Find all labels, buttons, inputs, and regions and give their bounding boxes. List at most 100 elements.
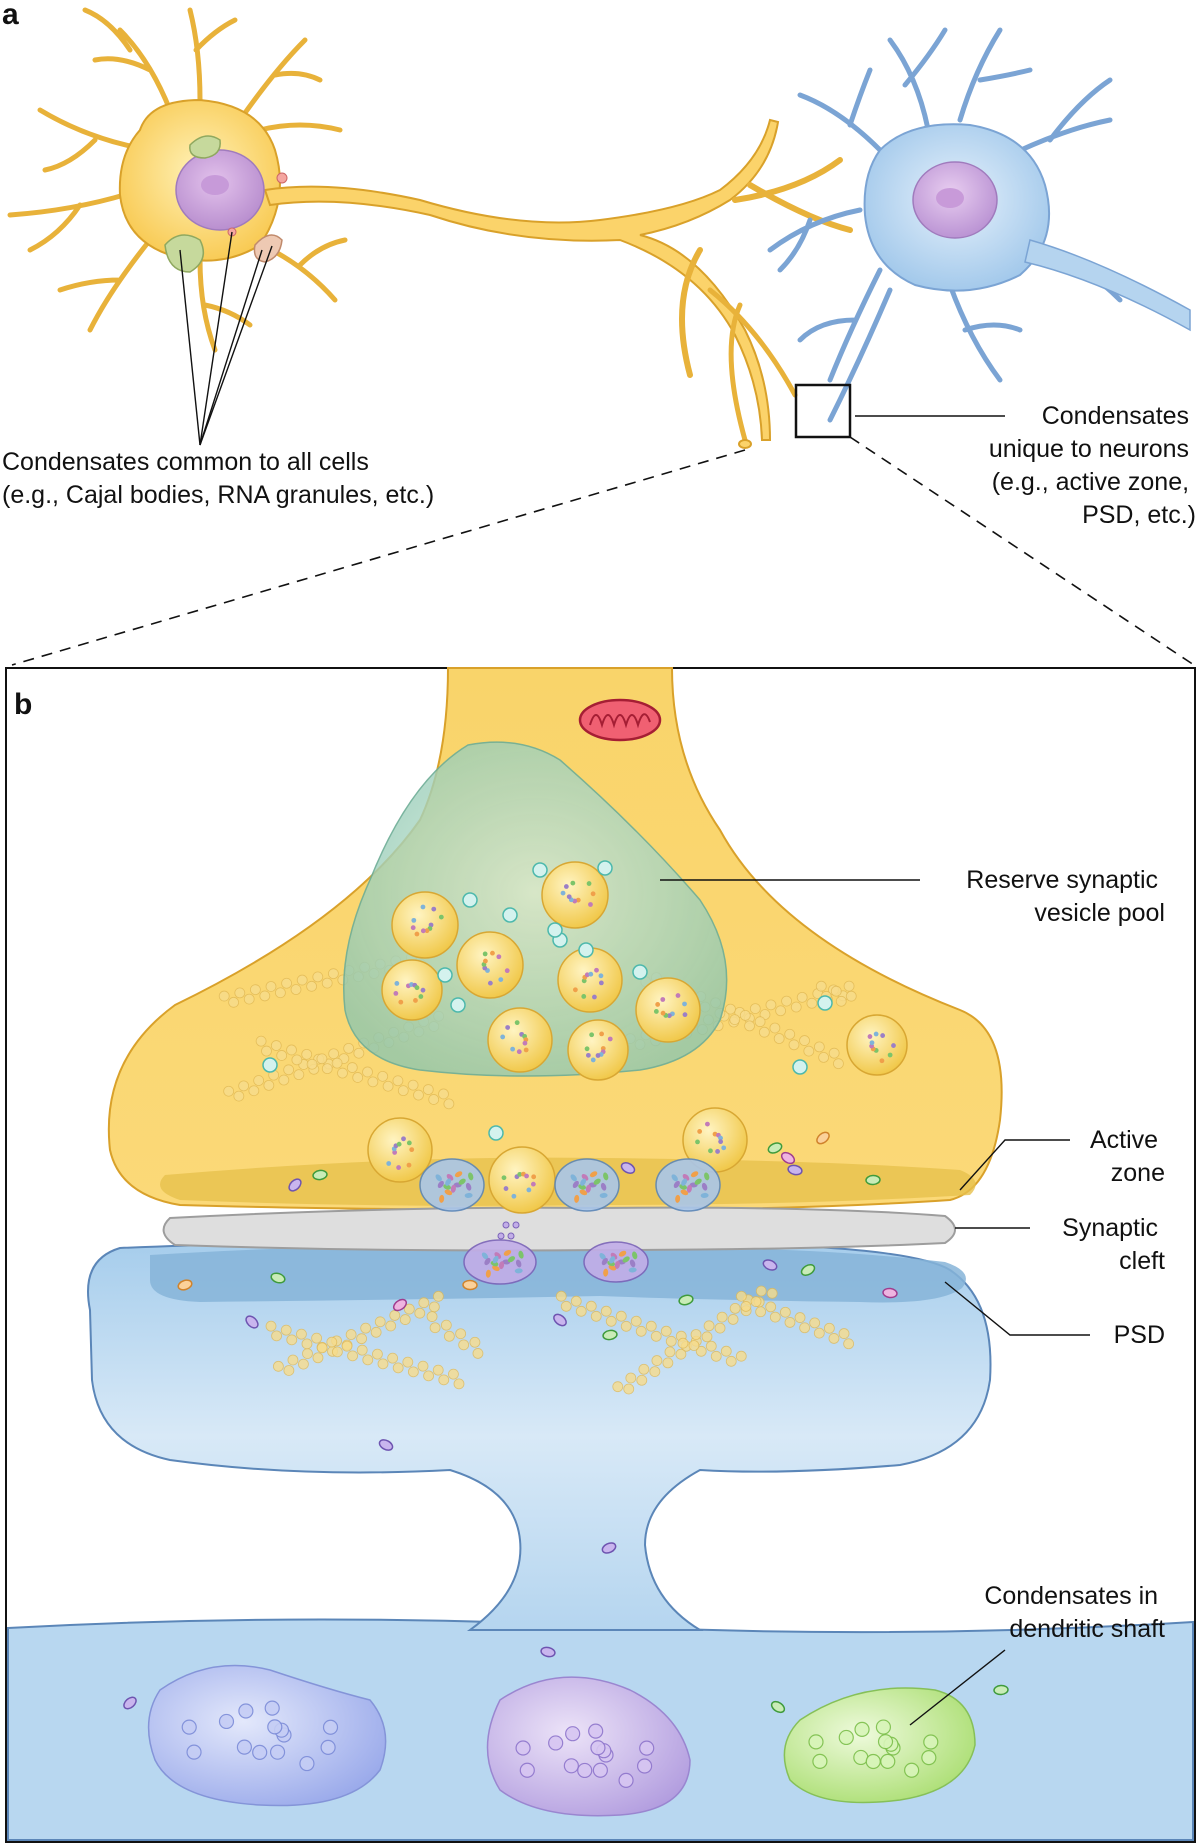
cluster-protein [515, 1259, 522, 1268]
cluster-protein [593, 1178, 601, 1185]
released-transmitter [512, 1221, 520, 1229]
scattered-protein [177, 1279, 193, 1291]
actin-bead [458, 1339, 470, 1351]
neurotransmitter-dot [560, 890, 566, 896]
actin-bead [272, 1360, 284, 1372]
actin-bead [570, 1295, 582, 1307]
neurotransmitter-dot [482, 951, 488, 957]
actin-bead [367, 1076, 379, 1088]
scattered-protein [787, 1164, 803, 1176]
nucleolus [201, 175, 229, 195]
actin-bead [417, 1360, 429, 1372]
actin-bead [392, 1362, 404, 1374]
actin-bead [845, 990, 857, 1002]
scattered-protein [816, 1131, 830, 1145]
actin-bead [302, 1348, 313, 1360]
cluster-protein [499, 1261, 505, 1270]
panel-b: b [5, 667, 1196, 1843]
neurotransmitter-dot [718, 1139, 724, 1145]
actin-bead [688, 1340, 700, 1351]
condensate-droplet [548, 1735, 564, 1751]
condensate-droplet [320, 1739, 336, 1755]
actin-bead [321, 977, 333, 989]
neurotransmitter-dot [517, 1171, 523, 1177]
cluster-protein [603, 1172, 609, 1181]
neurotransmitter-dot [431, 906, 437, 912]
neurotransmitter-dot [516, 1049, 522, 1055]
condensate-red-dot [276, 172, 288, 184]
actin-bead [710, 1350, 722, 1362]
condensate-green-large [164, 234, 205, 273]
actin-bead [238, 1080, 250, 1092]
neurotransmitter-dot [660, 1010, 666, 1016]
actin-bead [650, 1330, 662, 1342]
small-vesicle [597, 860, 613, 876]
actin-bead [360, 1322, 372, 1334]
actin-bead [790, 1001, 802, 1013]
cluster-protein [481, 1252, 489, 1260]
actin-bead [345, 1329, 357, 1340]
neurotransmitter-dot [406, 1162, 412, 1168]
condensate-droplet [812, 1753, 828, 1769]
neurotransmitter-dot [572, 987, 578, 993]
actin-bead [605, 1315, 617, 1327]
neurotransmitter-dot [386, 1161, 392, 1166]
actin-bead [346, 1062, 358, 1073]
actin-bead [843, 1338, 855, 1350]
psd-cluster [463, 1239, 537, 1285]
cluster-protein [439, 1194, 445, 1203]
actin-bead [403, 1303, 415, 1315]
cluster-protein [507, 1256, 516, 1263]
presynaptic-neuron [7, 7, 853, 449]
condensate-droplet [252, 1744, 268, 1760]
active-zone-cluster [419, 1158, 485, 1212]
actin-bead [735, 1290, 747, 1302]
actin-bead [806, 997, 818, 1009]
actin-bead [649, 1366, 661, 1377]
neurotransmitter-dot [880, 1033, 886, 1038]
neurotransmitter-dot [420, 987, 426, 993]
actin-bead [281, 977, 292, 989]
actin-bead [293, 1069, 305, 1081]
neurotransmitter-dot [393, 991, 399, 996]
cluster-protein [445, 1178, 452, 1186]
actin-bead [347, 1350, 358, 1362]
neurotransmitter-dot [523, 1047, 529, 1053]
neurotransmitter-dot [531, 1174, 537, 1180]
actin-bead [438, 1374, 450, 1386]
active-zone-cluster [655, 1158, 721, 1212]
neurotransmitter-dot [589, 1032, 595, 1038]
cluster-protein [435, 1174, 442, 1182]
actin-bead [636, 1374, 648, 1386]
actin-bead [766, 1287, 778, 1299]
cluster-protein [600, 1182, 607, 1191]
actin-bead [283, 1365, 295, 1376]
condensate-droplet [218, 1713, 235, 1730]
neurotransmitter-dot [401, 1136, 406, 1142]
actin-bead [385, 1320, 397, 1332]
neurotransmitter-dot [598, 980, 604, 986]
neurotransmitter-dot [682, 1001, 687, 1007]
cluster-protein [570, 1174, 577, 1182]
neurotransmitter-dot [581, 994, 587, 999]
synaptic-vesicle [557, 947, 623, 1013]
actin-bead [769, 1022, 781, 1034]
actin-bead [218, 990, 230, 1002]
actin-bead [426, 1311, 438, 1322]
cluster-protein [673, 1180, 680, 1188]
condensate-droplet [921, 1750, 937, 1766]
cluster-protein [618, 1250, 627, 1257]
cluster-protein [514, 1268, 523, 1274]
panel-b-letter: b [14, 688, 32, 721]
actin-bead [275, 987, 286, 999]
actin-bead [796, 991, 808, 1003]
actin-bead [301, 1048, 313, 1060]
cluster-protein [680, 1189, 689, 1196]
actin-bead [784, 1028, 796, 1040]
cluster-protein [671, 1174, 678, 1182]
actin-bead [635, 1325, 647, 1337]
neurotransmitter-dot [487, 980, 493, 986]
actin-bead [813, 1327, 825, 1339]
condensate-droplet [880, 1753, 896, 1769]
actin-bead [432, 1290, 444, 1302]
